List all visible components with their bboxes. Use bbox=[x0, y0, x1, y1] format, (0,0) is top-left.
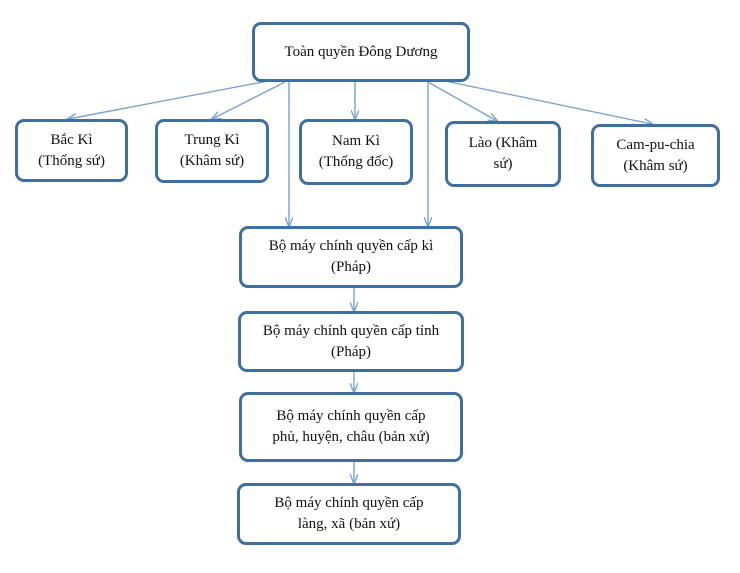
node-cap-lang: Bộ máy chính quyền cấp làng, xã (bản xứ) bbox=[237, 483, 461, 545]
arrow-to-bac-ki bbox=[68, 80, 269, 119]
node-cam-pu-chia: Cam-pu-chia (Khâm sứ) bbox=[591, 124, 720, 187]
node-nam-ki-line-1: Nam Kì bbox=[332, 133, 380, 149]
node-trung-ki: Trung Kì (Khâm sứ) bbox=[155, 119, 269, 183]
node-cap-phu: Bộ máy chính quyền cấp phủ, huyện, châu … bbox=[239, 392, 463, 462]
node-bac-ki: Bắc Kì (Thống sứ) bbox=[15, 119, 128, 182]
node-cap-lang-line-1: Bộ máy chính quyền cấp bbox=[274, 495, 424, 511]
node-bac-ki-line-2: (Thống sứ) bbox=[38, 152, 105, 169]
arrow-to-lao bbox=[427, 81, 497, 121]
node-cap-ki: Bộ máy chính quyền cấp kì (Pháp) bbox=[239, 226, 463, 288]
node-nam-ki-line-2: (Thống đốc) bbox=[318, 154, 394, 170]
node-cap-ki-line-2: (Pháp) bbox=[331, 259, 371, 275]
node-lao-line-2: sứ) bbox=[493, 156, 513, 172]
node-trung-ki-line-2: (Khâm sứ) bbox=[179, 153, 245, 169]
node-cap-tinh-line-2: (Pháp) bbox=[331, 343, 371, 360]
node-cap-tinh-line-1: Bộ máy chính quyền cấp tỉnh bbox=[262, 322, 440, 339]
node-cap-phu-line-1: Bộ máy chính quyền cấp bbox=[276, 408, 426, 424]
arrow-to-trung-ki bbox=[212, 81, 286, 119]
node-cap-phu-line-2: phủ, huyện, châu (bản xứ) bbox=[272, 429, 430, 445]
node-cap-ki-line-1: Bộ máy chính quyền cấp kì bbox=[268, 238, 434, 254]
node-toan-quyen: Toàn quyền Đông Dương bbox=[252, 22, 470, 82]
node-cap-lang-line-2: làng, xã (bản xứ) bbox=[297, 516, 401, 532]
arrow-to-cam-pu-chia bbox=[444, 80, 652, 124]
node-toan-quyen-line-1: Toàn quyền Đông Dương bbox=[284, 43, 438, 60]
node-cam-pu-chia-line-2: (Khâm sứ) bbox=[623, 157, 688, 174]
node-nam-ki: Nam Kì (Thống đốc) bbox=[299, 119, 413, 185]
node-lao: Lào (Khâm sứ) bbox=[445, 121, 561, 187]
node-cam-pu-chia-line-1: Cam-pu-chia bbox=[616, 136, 695, 153]
node-lao-line-1: Lào (Khâm bbox=[468, 135, 538, 151]
node-cap-tinh: Bộ máy chính quyền cấp tỉnh (Pháp) bbox=[238, 311, 464, 372]
node-trung-ki-line-1: Trung Kì bbox=[184, 132, 240, 148]
node-bac-ki-line-1: Bắc Kì bbox=[50, 131, 93, 148]
